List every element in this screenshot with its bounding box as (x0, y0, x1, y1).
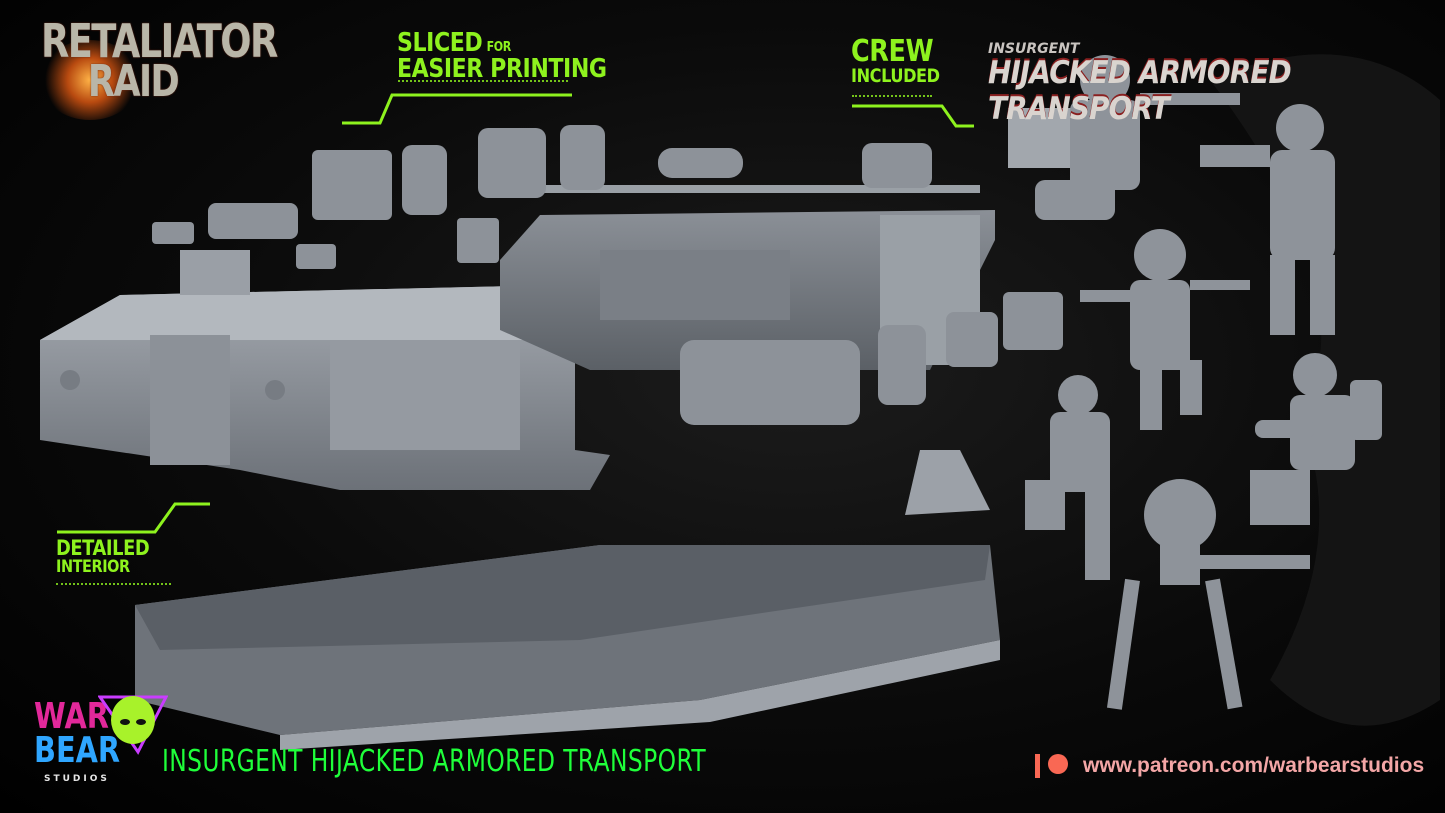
callout-leader-line (57, 502, 210, 534)
callout-interior-line2: INTERIOR (56, 557, 130, 577)
retaliator-raid-logo: RETALIATOR RAID (18, 14, 278, 107)
product-title-small: INSURGENT (988, 41, 1080, 57)
figure-droid (1106, 479, 1310, 710)
callout-crew-line1: CREW (851, 34, 934, 69)
figure-kneeling (1025, 375, 1110, 580)
bear-skull-icon (98, 695, 168, 755)
callout-sliced-line2: EASIER PRINTING (397, 54, 607, 84)
warbear-studios-logo: WAR BEAR STUDIOS (34, 696, 174, 785)
aurebesh-caption (852, 95, 932, 102)
figure-pilot (1080, 229, 1250, 430)
transport-floor (135, 545, 1000, 750)
figure-seated-driver (1008, 55, 1240, 220)
figure-heavy-weapon (1250, 353, 1382, 525)
logo-war: WAR (34, 696, 109, 737)
figure-gunner (1200, 104, 1335, 335)
callout-sliced-small: FOR (486, 40, 512, 55)
callout-leader-line (852, 104, 974, 128)
footer-title: INSURGENT HIJACKED ARMORED TRANSPORT (162, 744, 707, 779)
logo-bear: BEAR (34, 730, 121, 772)
callout-interior-line1: DETAILED (56, 536, 150, 560)
logo-line-1: RETALIATOR (41, 14, 278, 68)
patreon-link[interactable]: www.patreon.com/warbearstudios (1033, 752, 1424, 780)
aurebesh-caption (398, 80, 568, 87)
transport-hull (40, 250, 610, 490)
callout-interior: DETAILED INTERIOR (56, 536, 150, 577)
callout-leader-line (342, 93, 572, 125)
logo-line-2: RAID (87, 56, 180, 107)
callout-sliced: SLICED FOR EASIER PRINTING (397, 28, 607, 84)
aurebesh-caption (56, 583, 171, 590)
callout-sliced-big: SLICED (397, 28, 483, 58)
accessories (152, 125, 1063, 515)
callout-crew-line2: INCLUDED (851, 64, 940, 87)
product-title-big: HIJACKED ARMORED TRANSPORT (988, 55, 1292, 127)
patreon-url[interactable]: www.patreon.com/warbearstudios (1083, 754, 1425, 777)
logo-flare (40, 40, 140, 120)
callout-crew: CREW INCLUDED (851, 37, 940, 87)
product-title: INSURGENT HIJACKED ARMORED TRANSPORT (988, 38, 1408, 127)
logo-studios: STUDIOS (44, 774, 110, 785)
crew-figures (1008, 55, 1382, 710)
patreon-icon (1035, 754, 1068, 778)
